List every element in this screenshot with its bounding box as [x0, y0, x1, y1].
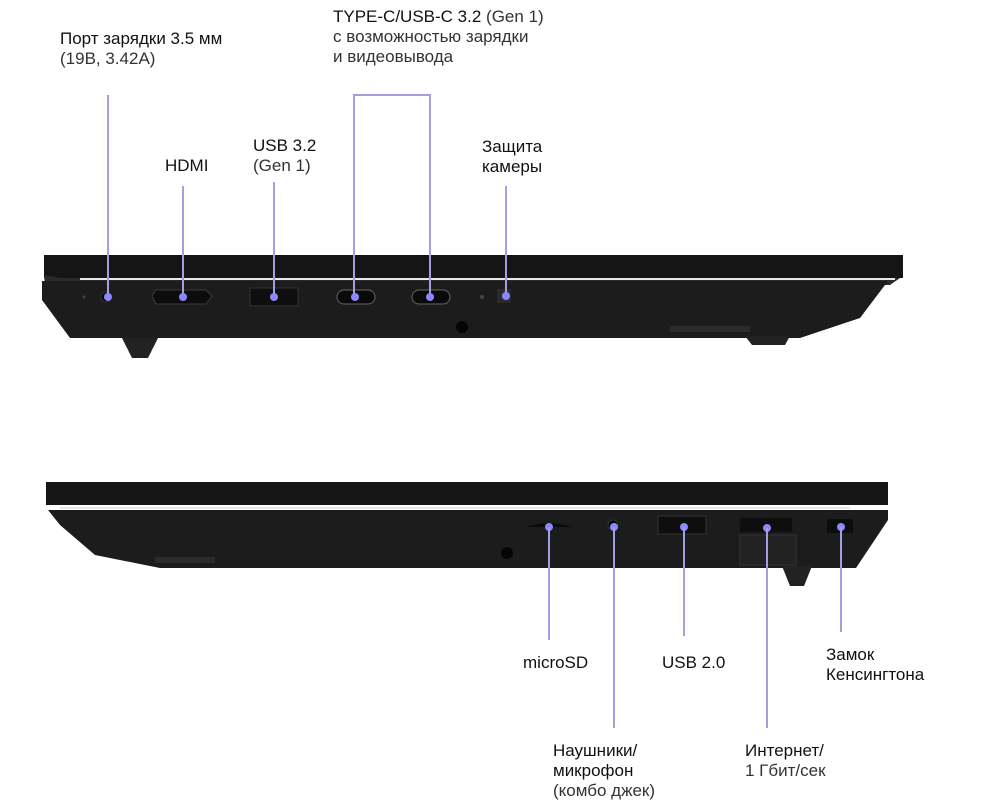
camera-shutter-label: Защита камеры — [482, 137, 542, 177]
typec-desc-2: и видеовывода — [333, 47, 454, 66]
hdmi-label: HDMI — [165, 156, 209, 175]
charging-port-spec: (19В, 3.42А) — [60, 49, 156, 68]
laptop-top-side — [42, 255, 903, 358]
typec-desc-1: с возможностью зарядки — [333, 27, 529, 46]
camera-label-2: камеры — [482, 157, 543, 176]
typec1-callout-dot — [351, 293, 359, 301]
usb20-callout-line — [683, 527, 685, 636]
typec-bracket — [353, 94, 431, 96]
kensington-label-1: Замок — [826, 645, 875, 664]
usb20-label: USB 2.0 — [662, 653, 726, 672]
usb32-spec: (Gen 1) — [253, 156, 311, 175]
typec-title: TYPE-C/USB-C 3.2 — [333, 7, 482, 26]
hdmi-callout-dot — [179, 293, 187, 301]
kensington-label-2: Кенсингтона — [826, 665, 925, 684]
charging-port-title: Порт зарядки 3.5 мм — [60, 29, 223, 48]
typec-gen: (Gen 1) — [486, 7, 544, 26]
microsd-label: microSD — [523, 653, 589, 672]
typec2-callout-line — [429, 94, 431, 297]
hdmi-callout-line — [182, 186, 184, 297]
charging-port-callout-line — [107, 95, 109, 297]
ethernet-label-1: Интернет/ — [745, 741, 824, 760]
camera-callout-line — [505, 186, 507, 296]
charging-port-label: Порт зарядки 3.5 мм (19В, 3.42А) — [60, 29, 222, 69]
usb32-callout-dot — [270, 293, 278, 301]
microsd-callout-line — [548, 527, 550, 640]
usb32-label: USB 3.2 (Gen 1) — [253, 136, 316, 176]
camera-label-1: Защита — [482, 137, 543, 156]
typec-label: TYPE-C/USB-C 3.2 (Gen 1) с возможностью … — [333, 7, 544, 67]
charging-port-callout-dot — [104, 293, 112, 301]
laptop-bottom-side — [46, 482, 888, 586]
audio-label: Наушники/ микрофон (комбо джек) — [553, 741, 655, 801]
audio-label-1: Наушники/ — [553, 741, 638, 760]
audio-label-3: (комбо джек) — [553, 781, 655, 800]
typec2-callout-dot — [426, 293, 434, 301]
audio-label-2: микрофон — [553, 761, 634, 780]
camera-callout-dot — [502, 292, 510, 300]
kensington-callout-line — [840, 527, 842, 632]
ethernet-label-2: 1 Гбит/сек — [745, 761, 826, 780]
kensington-label: Замок Кенсингтона — [826, 645, 924, 685]
ethernet-callout-line — [766, 528, 768, 728]
usb32-callout-line — [273, 182, 275, 297]
typec1-callout-line — [353, 94, 355, 297]
usb32-title: USB 3.2 — [253, 136, 317, 155]
ethernet-label: Интернет/ 1 Гбит/сек — [745, 741, 826, 781]
audio-callout-line — [613, 527, 615, 728]
